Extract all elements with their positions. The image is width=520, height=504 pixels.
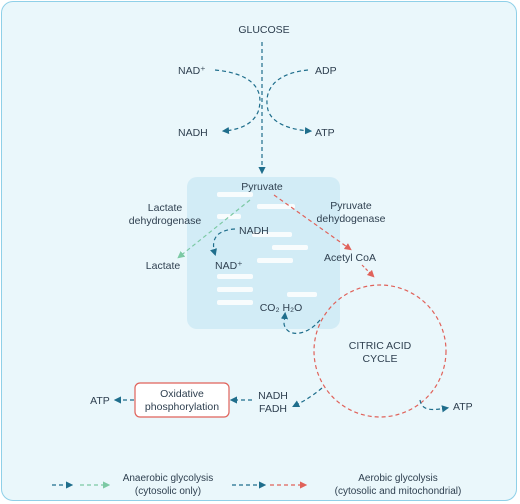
- pyruvate-dh-label-1: Pyruvate: [330, 200, 372, 212]
- lactate-label: Lactate: [146, 260, 181, 272]
- atp-left-label: ATP: [90, 395, 110, 407]
- legend-aerobic-label-2: (cytosolic and mitochondrial): [335, 486, 462, 497]
- co2-h2o-label: CO₂ H₂O: [260, 302, 303, 314]
- nad-plus-mid-label: NAD⁺: [215, 260, 243, 272]
- lactate-dh-label-2: dehydrogenase: [129, 215, 202, 227]
- adp-label: ADP: [315, 65, 337, 77]
- nad-to-nadh-arrow: [214, 69, 261, 135]
- legend-aerobic-label-1: Aerobic glycolysis: [358, 473, 437, 484]
- lactate-dh-label-1: Lactate: [148, 202, 183, 214]
- pyruvate-to-acetylcoa-arrow: [273, 194, 352, 251]
- citric-acid-label-1: CITRIC ACID: [349, 340, 412, 352]
- cycle-to-co2-arrow: [280, 311, 321, 334]
- legend-anaerobic-label-1: Anaerobic glycolysis: [123, 473, 214, 484]
- pyruvate-label: Pyruvate: [241, 181, 283, 193]
- pyruvate-dh-label-2: dehydogenase: [317, 213, 386, 225]
- legend: Anaerobic glycolysis (cytosolic only) Ae…: [52, 473, 461, 497]
- nad-plus-top-label: NAD⁺: [178, 65, 206, 77]
- oxidative-label-1: Oxidative: [160, 388, 204, 400]
- nadh-bottom-label: NADH: [258, 390, 288, 402]
- acetylcoa-to-cycle-arrow: [361, 264, 375, 278]
- oxidative-phosphorylation-box: [134, 382, 230, 418]
- legend-anaerobic-label-2: (cytosolic only): [135, 486, 201, 497]
- acetyl-coa-label: Acetyl CoA: [324, 252, 376, 264]
- citric-acid-cycle-circle: [313, 284, 447, 418]
- pyruvate-to-lactate-arrow: [177, 199, 251, 259]
- adp-to-atp-arrow: [266, 69, 313, 135]
- nadh-mid-label: NADH: [239, 225, 269, 237]
- glucose-label: GLUCOSE: [238, 24, 289, 36]
- atp-top-label: ATP: [315, 127, 335, 139]
- citric-acid-label-2: CYCLE: [362, 353, 397, 365]
- panel-decor: [217, 192, 317, 305]
- fadh-label: FADH: [259, 403, 287, 415]
- cycle-to-nadh-arrow: [292, 387, 323, 407]
- nadh-to-nad-arrow: [210, 228, 236, 257]
- oxidative-label-2: phosphorylation: [145, 401, 219, 413]
- cycle-to-atp-arrow: [419, 399, 450, 413]
- nadh-top-label: NADH: [178, 127, 208, 139]
- atp-right-label: ATP: [453, 401, 473, 413]
